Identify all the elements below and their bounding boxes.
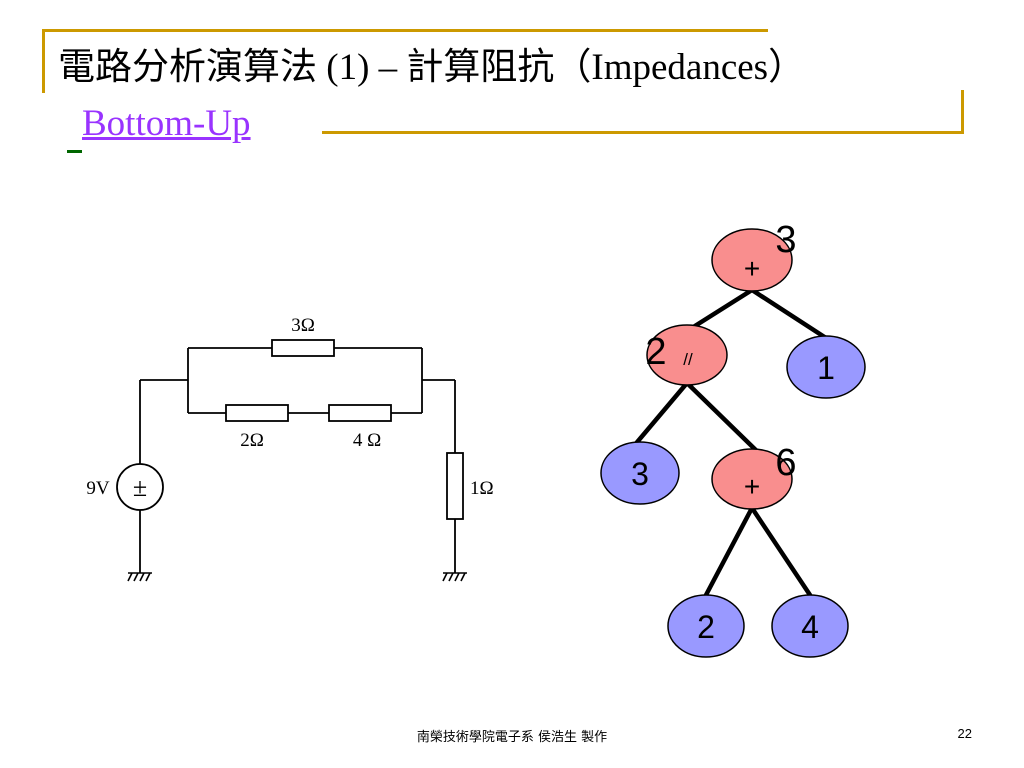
subtitle-marker (67, 150, 82, 153)
tree-node-parallel-label: // (683, 350, 693, 369)
label-3ohm: 3Ω (291, 315, 315, 336)
title-frame-left-line (42, 29, 45, 93)
tree-node-leaf-2 (667, 594, 745, 658)
title-frame-bottom-line (322, 131, 964, 134)
tree-edge (703, 505, 755, 598)
tree-edges (630, 287, 829, 598)
tree-edge (749, 287, 829, 341)
tree-node-sum (711, 448, 793, 510)
tree-node-leaf-3 (600, 441, 680, 505)
tree-node-root (711, 228, 793, 292)
ground-icon (127, 572, 152, 582)
tree-edge (684, 380, 767, 461)
tree-node-leaf-2-label: 2 (697, 609, 715, 645)
footer-credit: 南榮技術學院電子系 侯浩生 製作 (416, 730, 608, 745)
resistor-1ohm (446, 452, 464, 520)
tree-annotation-root: 3 (775, 219, 796, 261)
ground-icon (442, 572, 467, 582)
tree-node-leaf-4 (771, 594, 849, 658)
circuit-diagram (116, 339, 464, 573)
tree-edge (749, 505, 813, 598)
tree-node-leaf-1 (786, 335, 866, 399)
tree-node-parallel (646, 324, 728, 386)
title-frame-top-line (42, 29, 768, 32)
tree-node-leaf-1-label: 1 (817, 350, 835, 386)
resistor-4ohm (328, 404, 392, 422)
label-2ohm: 2Ω (240, 430, 264, 451)
tree-annotation-parallel: 2 (645, 331, 666, 373)
resistor-2ohm (225, 404, 289, 422)
tree-edge (684, 287, 755, 334)
tree-node-leaf-4-label: 4 (801, 609, 819, 645)
tree-edge (630, 380, 690, 450)
page-number: 22 (957, 726, 972, 741)
tree-node-root-label: + (744, 253, 760, 284)
source-plus-minus-icon: ± (133, 473, 147, 502)
label-1ohm: 1Ω (470, 478, 494, 499)
label-9v: 9V (86, 478, 110, 499)
tree-nodes (600, 228, 866, 658)
label-4ohm: 4 Ω (353, 430, 381, 451)
resistor-3ohm (271, 339, 335, 357)
tree-node-leaf-3-label: 3 (631, 456, 649, 492)
slide-title: 電路分析演算法 (1) – 計算阻抗（Impedances） (58, 47, 806, 88)
subtitle-link[interactable]: Bottom-Up (82, 103, 251, 144)
tree-node-sum-label: + (744, 471, 760, 502)
title-frame-right-line (961, 90, 964, 134)
tree-annotation-sum: 6 (775, 442, 796, 484)
